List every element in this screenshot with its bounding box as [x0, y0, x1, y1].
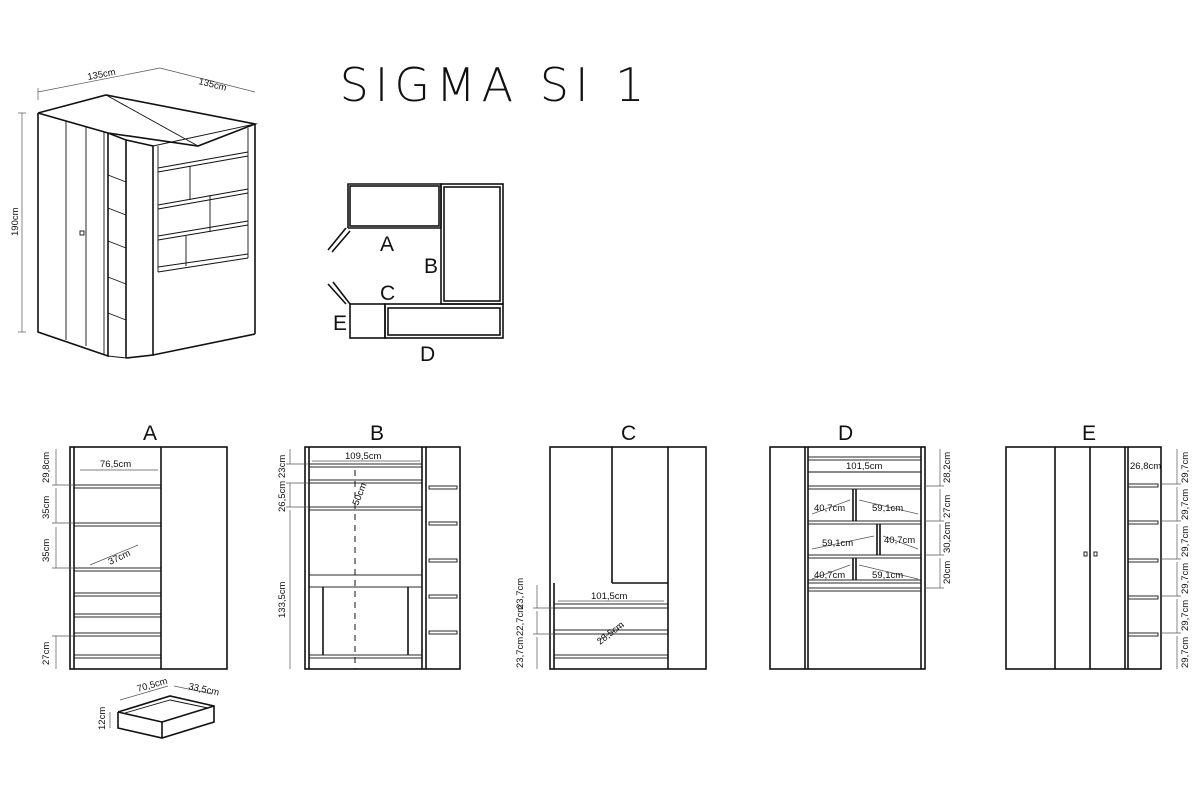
view-a-label: A	[143, 422, 157, 445]
view-b-h2: 26,5cm	[277, 481, 288, 512]
plan-label-a: A	[380, 233, 394, 256]
view-a-h1: 29,8cm	[41, 452, 52, 483]
plan-label-c: C	[380, 282, 395, 305]
view-e	[1005, 446, 1181, 670]
view-b-label: B	[370, 422, 384, 445]
view-b-h3: 133,5cm	[277, 581, 288, 618]
view-d-w3: 59,1cm	[822, 538, 853, 549]
view-d-h4: 20cm	[942, 561, 953, 584]
view-d-w2: 59,1cm	[872, 503, 903, 514]
view-a-h4: 27cm	[41, 642, 52, 665]
view-e-label: E	[1082, 422, 1096, 445]
plan-label-b: B	[424, 255, 438, 278]
view-d-h1: 28,2cm	[942, 452, 953, 483]
view-b-width: 109,5cm	[345, 451, 382, 462]
drawer-height: 12cm	[97, 707, 108, 730]
view-c-h1: 23,7cm	[515, 578, 526, 609]
overall-width-1-label: 135cm	[86, 67, 116, 83]
view-a-diagonal: 37cm	[107, 548, 133, 568]
view-e-h4: 29,7cm	[1180, 563, 1191, 594]
view-d-label: D	[838, 422, 853, 445]
view-c-h2: 22,7cm	[515, 605, 526, 636]
view-d-w5: 40,7cm	[814, 570, 845, 581]
view-d-width: 101,5cm	[846, 461, 883, 472]
plan-label-d: D	[420, 343, 435, 366]
plan-label-e: E	[333, 312, 347, 335]
view-a-h2: 35cm	[41, 496, 52, 519]
view-d-h3: 30,2cm	[942, 522, 953, 553]
view-a	[52, 446, 228, 670]
overall-width-2-label: 135cm	[197, 76, 227, 94]
view-c-diagonal: 28,5cm	[595, 619, 626, 647]
view-e-h2: 29,7cm	[1180, 489, 1191, 520]
drawer-width: 70,5cm	[136, 676, 169, 695]
view-d	[769, 446, 944, 670]
view-c	[533, 446, 707, 670]
isometric-view	[18, 67, 258, 359]
view-b-h1: 23cm	[277, 455, 288, 478]
drawer-drawing	[109, 685, 215, 739]
view-a-h3: 35cm	[41, 539, 52, 562]
view-c-label: C	[621, 422, 636, 445]
view-e-h6: 29,7cm	[1180, 637, 1191, 668]
view-b	[286, 446, 461, 670]
view-a-width: 76,5cm	[100, 459, 131, 470]
view-e-h5: 29,7cm	[1180, 600, 1191, 631]
view-e-h1: 29,7cm	[1180, 452, 1191, 483]
plan-view	[327, 183, 504, 339]
drawer-depth: 33,5cm	[187, 681, 220, 698]
view-d-h2: 27cm	[942, 495, 953, 518]
view-d-w1: 40,7cm	[814, 503, 845, 514]
view-c-h3: 23,7cm	[515, 637, 526, 668]
view-d-w6: 59,1cm	[872, 570, 903, 581]
view-c-width: 101,5cm	[591, 591, 628, 602]
overall-height-label: 190cm	[10, 207, 21, 236]
view-b-diagonal: 50cm	[351, 481, 370, 507]
view-d-w4: 40,7cm	[884, 535, 915, 546]
view-e-width: 26,8cm	[1130, 461, 1161, 472]
view-e-h3: 29,7cm	[1180, 526, 1191, 557]
page-title: SIGMA SI 1	[339, 58, 651, 112]
